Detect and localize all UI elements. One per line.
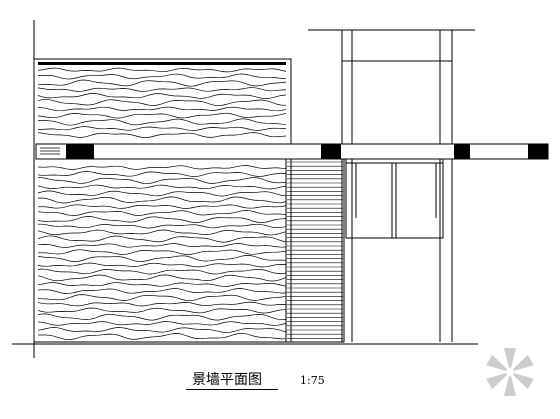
- stone-wave-line: [37, 165, 287, 170]
- stone-wave-line: [37, 294, 287, 302]
- stone-wave-line: [38, 332, 287, 340]
- stone-wave-line: [37, 171, 286, 177]
- stone-wave-line: [37, 268, 287, 275]
- stone-wave-line: [37, 262, 287, 268]
- stone-wave-line: [37, 249, 287, 255]
- stone-wave-line: [37, 288, 287, 294]
- stone-wave-line: [38, 73, 286, 80]
- stone-wave-line: [37, 79, 287, 87]
- stone-wave-line: [37, 282, 287, 287]
- stone-wave-line: [38, 126, 287, 131]
- post-block-3: [454, 144, 470, 159]
- stone-wave-line: [37, 98, 286, 107]
- stone-wave-line: [37, 184, 287, 190]
- stone-wave-line: [37, 87, 287, 92]
- stone-wave-line: [37, 204, 287, 209]
- paving-stripes: [287, 161, 343, 339]
- stone-wave-line: [37, 274, 287, 282]
- stone-wave-line: [37, 132, 287, 138]
- stone-wave-line: [38, 223, 287, 229]
- stone-wave-line: [37, 255, 287, 262]
- stone-wall-outline: [33, 58, 292, 343]
- stone-wave-line: [37, 118, 287, 126]
- stone-wave-line: [37, 190, 287, 197]
- stone-wave-line: [37, 235, 287, 243]
- horizontal-wall-beam: [35, 143, 549, 160]
- stone-wave-line: [37, 210, 287, 216]
- post-block-1: [66, 144, 94, 159]
- stone-wave-line: [37, 327, 287, 333]
- stone-wave-line: [37, 177, 287, 185]
- drawing-caption: 景墙平面图 1:75: [186, 372, 325, 390]
- stone-wave-line: [37, 243, 287, 248]
- stone-wave-line: [37, 106, 287, 112]
- stone-wave-line: [37, 321, 287, 326]
- gate-structure: [308, 29, 475, 342]
- stone-wave-line: [37, 93, 287, 99]
- wall-top-band: [38, 62, 286, 65]
- wave-stone-pattern: [37, 67, 287, 340]
- stone-wave-line: [37, 229, 287, 236]
- stone-wave-line: [37, 307, 287, 314]
- drawing-title: 景墙平面图: [186, 372, 278, 390]
- post-block-2: [321, 144, 341, 159]
- stone-wave-line: [37, 112, 287, 119]
- stone-wave-line: [37, 313, 287, 321]
- post-block-4: [528, 144, 548, 159]
- stone-wave-line: [37, 216, 287, 223]
- stone-wall-block: [33, 58, 292, 343]
- paving-outline: [285, 156, 345, 343]
- stone-wave-line: [37, 301, 287, 307]
- pinwheel-logo-icon: [486, 348, 534, 396]
- stone-wave-line: [37, 196, 287, 204]
- stone-wave-line: [37, 67, 287, 73]
- drawing-scale: 1:75: [300, 374, 325, 387]
